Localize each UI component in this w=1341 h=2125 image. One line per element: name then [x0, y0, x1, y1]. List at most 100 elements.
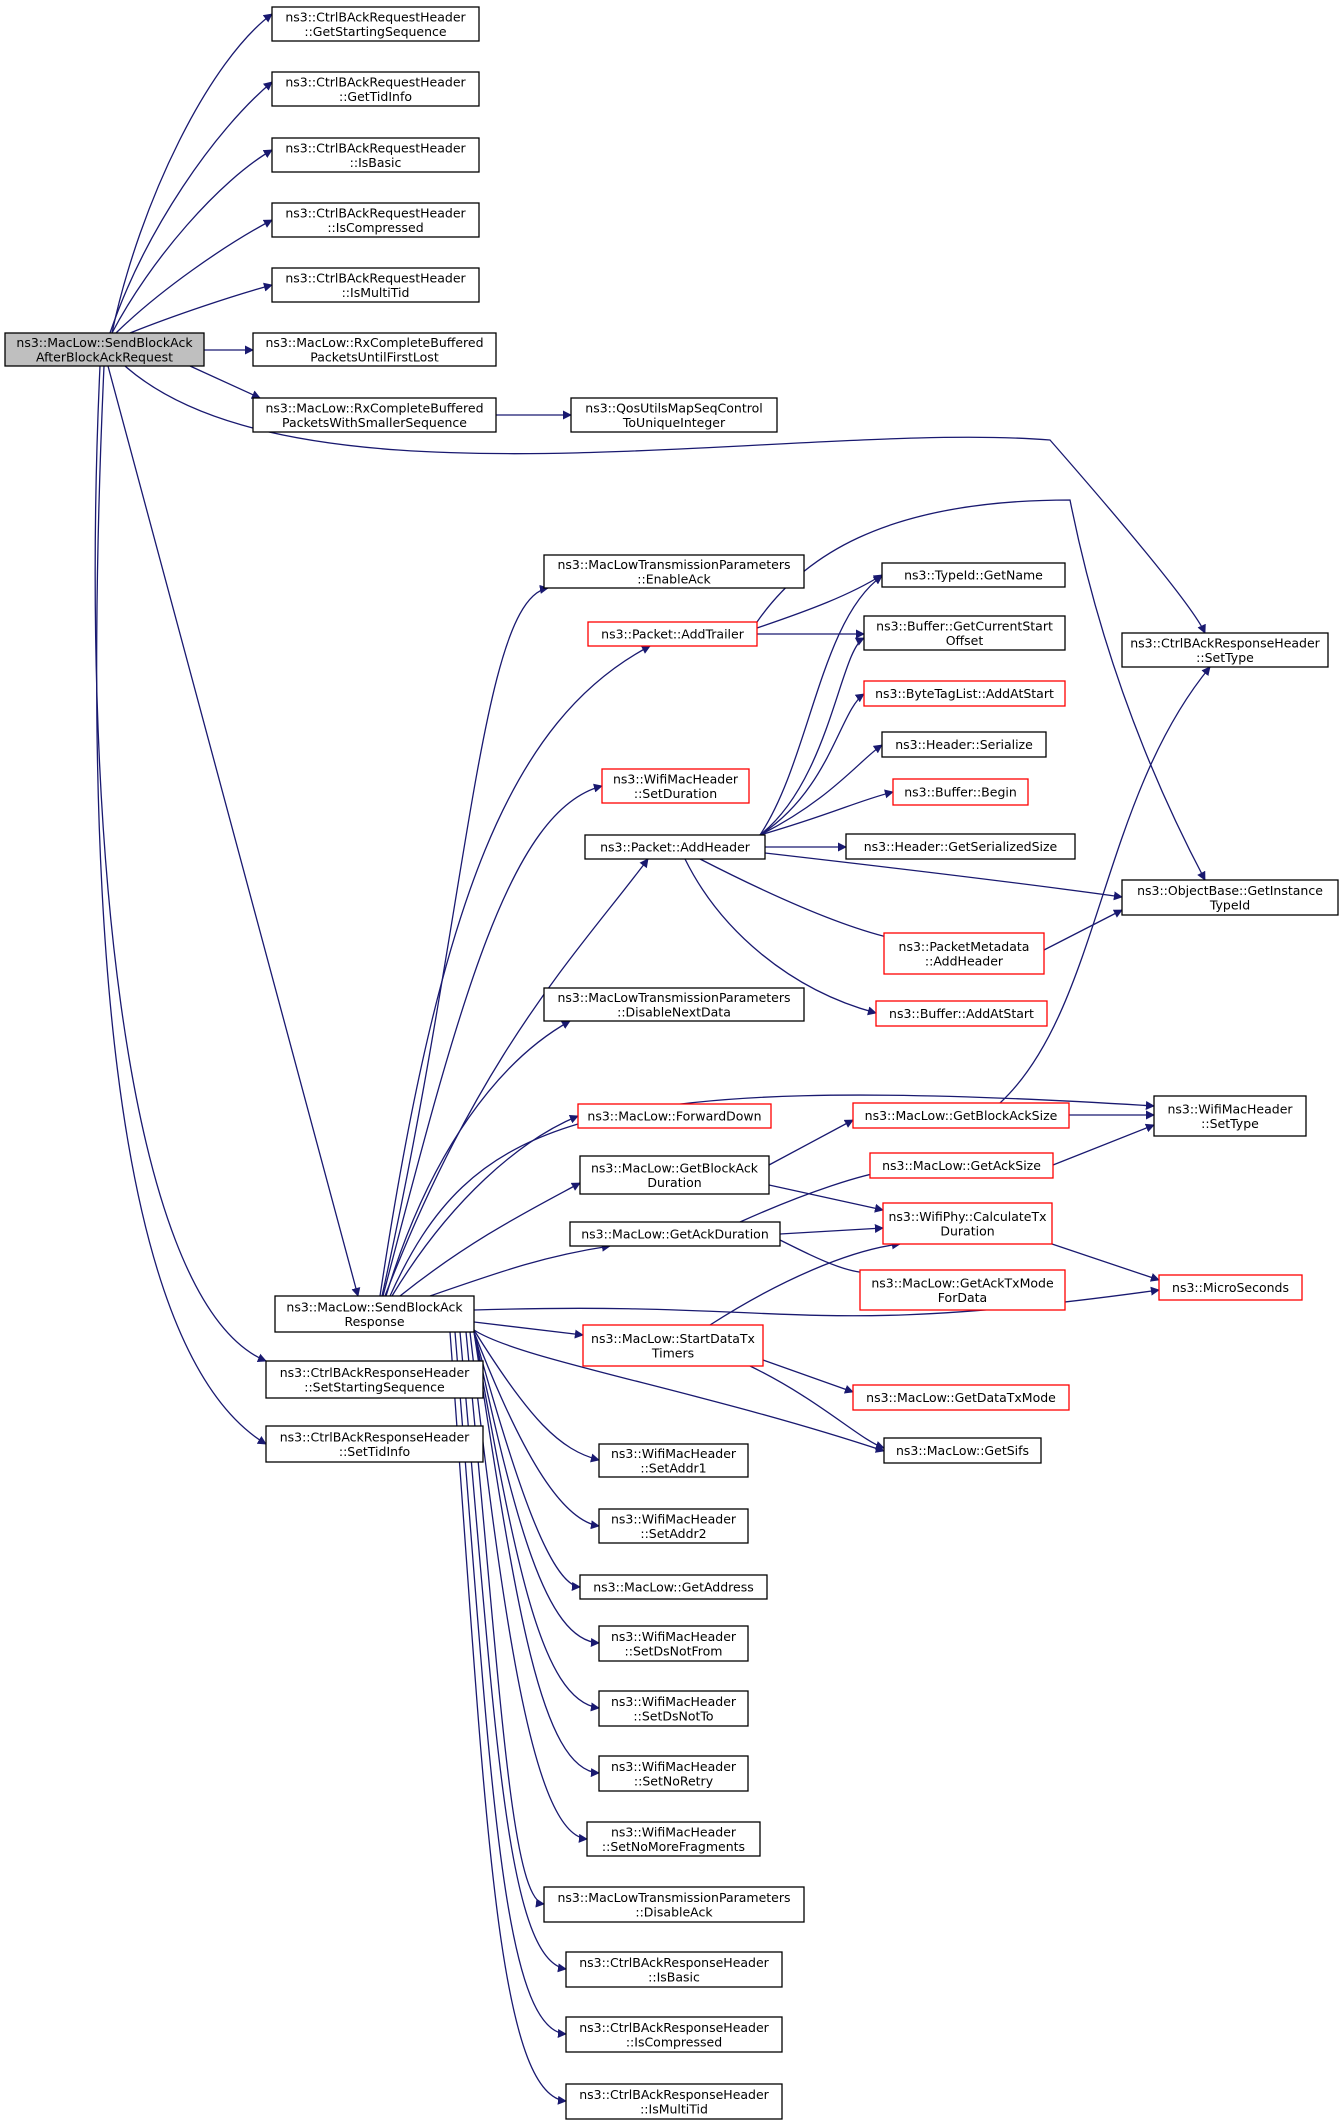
node-n_typeid_getname[interactable]: ns3::TypeId::GetName	[881, 562, 1066, 588]
edge-n_addheader-to-n_buf_addatstart	[684, 858, 877, 1016]
node-label-line: ns3::WifiMacHeader	[1167, 1101, 1293, 1116]
node-n_getackduration[interactable]: ns3::MacLow::GetAckDuration	[569, 1221, 781, 1247]
edge-root-to-n_sendblockackresponse	[107, 365, 361, 1297]
edge-n_sendblockackresponse-to-n_setduration	[382, 783, 603, 1297]
node-box	[577, 1103, 772, 1129]
node-box	[1158, 1274, 1303, 1301]
node-label-line: ns3::ByteTagList::AddAtStart	[875, 686, 1054, 701]
node-n_wmh_settype[interactable]: ns3::WifiMacHeader::SetType	[1153, 1095, 1307, 1137]
node-n_bytetag[interactable]: ns3::ByteTagList::AddAtStart	[863, 680, 1066, 707]
node-n_buf_begin[interactable]: ns3::Buffer::Begin	[892, 778, 1029, 806]
node-n_getsifs[interactable]: ns3::MacLow::GetSifs	[883, 1437, 1042, 1464]
node-n_buf_addatstart[interactable]: ns3::Buffer::AddAtStart	[875, 1000, 1048, 1027]
node-label-line: ::EnableAck	[637, 571, 711, 586]
edge-n_addheader-to-n_pm_addheader	[699, 858, 901, 943]
node-box	[274, 1295, 475, 1333]
node-n_ismultitid_req[interactable]: ns3::CtrlBAckRequestHeader::IsMultiTid	[271, 267, 480, 303]
node-n_getblockacksize[interactable]: ns3::MacLow::GetBlockAckSize	[852, 1102, 1070, 1129]
node-n_setaddr1[interactable]: ns3::WifiMacHeader::SetAddr1	[598, 1443, 749, 1478]
edge-n_sendblockackresponse-to-n_getackduration	[429, 1242, 611, 1297]
node-label-line: ns3::MacLow::GetAddress	[593, 1580, 754, 1595]
node-label-line: TypeId	[1209, 897, 1250, 912]
node-n_resp_isbasic[interactable]: ns3::CtrlBAckResponseHeader::IsBasic	[565, 1951, 783, 1988]
node-n_setduration[interactable]: ns3::WifiMacHeader::SetDuration	[601, 768, 750, 804]
node-n_addtrailer[interactable]: ns3::Packet::AddTrailer	[587, 621, 758, 647]
node-n_setnoretry[interactable]: ns3::WifiMacHeader::SetNoRetry	[598, 1755, 749, 1792]
node-n_qosmap[interactable]: ns3::QosUtilsMapSeqControlToUniqueIntege…	[570, 397, 778, 433]
edge-n_sendblockackresponse-to-n_addtrailer	[379, 645, 651, 1297]
node-label-line: ns3::Buffer::GetCurrentStart	[876, 618, 1053, 633]
node-box	[570, 397, 778, 433]
node-n_resp_iscompressed[interactable]: ns3::CtrlBAckResponseHeader::IsCompresse…	[565, 2016, 783, 2053]
node-n_resp_setstartseq[interactable]: ns3::CtrlBAckResponseHeader::SetStarting…	[265, 1360, 484, 1399]
node-label-line: ns3::PacketMetadata	[899, 939, 1030, 954]
node-label-line: ns3::TypeId::GetName	[904, 568, 1043, 583]
edge-n_startdatatxtimers-to-n_getdatatxmode	[762, 1359, 854, 1394]
node-n_getacksize[interactable]: ns3::MacLow::GetAckSize	[869, 1152, 1054, 1179]
edge-root-to-n_resp_setstartseq	[94, 365, 267, 1363]
node-n_gettidinfo[interactable]: ns3::CtrlBAckRequestHeader::GetTidInfo	[271, 71, 480, 107]
node-n_getaddress[interactable]: ns3::MacLow::GetAddress	[579, 1574, 768, 1600]
node-n_iscompressed_req[interactable]: ns3::CtrlBAckRequestHeader::IsCompressed	[271, 202, 480, 238]
edge-n_getackduration-to-n_calctxduration	[779, 1223, 884, 1235]
node-n_addheader[interactable]: ns3::Packet::AddHeader	[584, 834, 766, 860]
node-n_setaddr2[interactable]: ns3::WifiMacHeader::SetAddr2	[598, 1508, 749, 1544]
node-n_setdsnotto[interactable]: ns3::WifiMacHeader::SetDsNotTo	[598, 1690, 749, 1727]
node-n_hdr_getsize[interactable]: ns3::Header::GetSerializedSize	[845, 833, 1076, 860]
node-label-line: ::AddHeader	[925, 953, 1004, 968]
edge-root-to-n_getstartseq	[111, 13, 273, 334]
node-n_hdr_serialize[interactable]: ns3::Header::Serialize	[881, 731, 1047, 758]
node-box	[892, 778, 1029, 806]
nodes-layer: ns3::MacLow::SendBlockAckAfterBlockAckRe…	[4, 6, 1339, 2120]
edge-root-to-n_iscompressed_req	[115, 219, 273, 334]
node-n_disablenextdata[interactable]: ns3::MacLowTransmissionParameters::Disab…	[543, 987, 805, 1022]
node-n_rxfirstlost[interactable]: ns3::MacLow::RxCompleteBufferedPacketsUn…	[252, 332, 497, 367]
edge-n_getackduration-to-n_getacktxmode	[779, 1239, 881, 1278]
edge-n_sendblockackresponse-to-n_enableack	[381, 585, 549, 1297]
node-n_setnomorefrag[interactable]: ns3::WifiMacHeader::SetNoMoreFragments	[586, 1821, 761, 1857]
node-label-line: AfterBlockAckRequest	[36, 349, 173, 364]
edge-n_sendblockackresponse-to-n_startdatatxtimers	[473, 1321, 584, 1339]
node-n_pm_addheader[interactable]: ns3::PacketMetadata::AddHeader	[883, 932, 1045, 975]
node-label-line: ::SetDsNotTo	[633, 1708, 713, 1723]
node-box	[579, 1155, 770, 1195]
node-box	[543, 987, 805, 1022]
node-n_forwarddown[interactable]: ns3::MacLow::ForwardDown	[577, 1103, 772, 1129]
node-box	[598, 1443, 749, 1478]
node-label-line: ns3::CtrlBAckResponseHeader	[579, 2020, 769, 2035]
edge-n_sendblockackresponse-to-n_setdsnotfrom	[473, 1331, 600, 1648]
node-label-line: ns3::MacLow::RxCompleteBuffered	[265, 335, 483, 350]
node-box	[271, 267, 480, 303]
node-label-line: ns3::CtrlBAckRequestHeader	[285, 205, 466, 220]
node-n_isbasic_req[interactable]: ns3::CtrlBAckRequestHeader::IsBasic	[271, 137, 480, 173]
node-box	[863, 680, 1066, 707]
node-n_setdsnotfrom[interactable]: ns3::WifiMacHeader::SetDsNotFrom	[598, 1625, 749, 1662]
edge-n_addheader-to-n_typeid_getname	[759, 575, 883, 836]
edge-n_sendblockackresponse-to-n_disableack	[465, 1331, 545, 1908]
node-label-line: ns3::CtrlBAckResponseHeader	[1130, 635, 1320, 650]
edge-n_sendblockackresponse-to-n_getaddress	[473, 1331, 581, 1591]
node-box	[584, 834, 766, 860]
node-n_getdatatxmode[interactable]: ns3::MacLow::GetDataTxMode	[852, 1384, 1070, 1411]
node-label-line: ns3::WifiMacHeader	[611, 1511, 737, 1526]
node-n_microseconds[interactable]: ns3::MicroSeconds	[1158, 1274, 1303, 1301]
node-box	[863, 615, 1066, 651]
node-n_resp_ismultitid[interactable]: ns3::CtrlBAckResponseHeader::IsMultiTid	[565, 2083, 783, 2120]
node-box	[569, 1221, 781, 1247]
node-n_resp_settype[interactable]: ns3::CtrlBAckResponseHeader::SetType	[1121, 632, 1329, 668]
edge-n_sendblockackresponse-to-n_resp_ismultitid	[449, 1331, 567, 2105]
edge-root-to-n_resp_settype	[124, 365, 1206, 634]
node-label-line: ns3::QosUtilsMapSeqControl	[585, 400, 762, 415]
node-n_disableack[interactable]: ns3::MacLowTransmissionParameters::Disab…	[543, 1886, 805, 1923]
node-n_rxsmaller[interactable]: ns3::MacLow::RxCompleteBufferedPacketsWi…	[252, 397, 497, 433]
node-n_resp_settidinfo[interactable]: ns3::CtrlBAckResponseHeader::SetTidInfo	[265, 1425, 484, 1463]
node-n_enableack[interactable]: ns3::MacLowTransmissionParameters::Enabl…	[543, 554, 805, 589]
node-n_getstartseq[interactable]: ns3::CtrlBAckRequestHeader::GetStartingS…	[271, 6, 480, 42]
